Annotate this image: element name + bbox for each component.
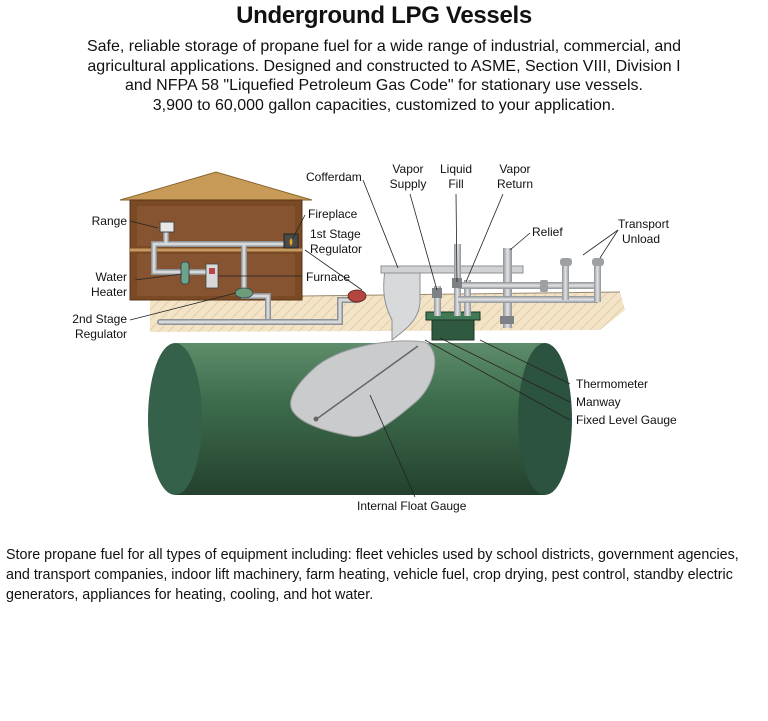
callout-labels: Cofferdam Vapor Supply Liquid Fill Vapor… (72, 162, 677, 513)
label-water-heater-1: Water (95, 270, 127, 284)
label-fireplace: Fireplace (308, 207, 358, 221)
label-range: Range (92, 214, 128, 228)
lpg-tank (148, 340, 572, 495)
label-internal-float-gauge: Internal Float Gauge (357, 499, 467, 513)
intro-line: 3,900 to 60,000 gallon capacities, custo… (152, 96, 616, 114)
second-stage-regulator (234, 287, 254, 299)
label-relief: Relief (532, 225, 563, 239)
label-vapor-return-2: Return (497, 177, 533, 191)
leader-lines (129, 179, 619, 498)
house-piping (151, 229, 361, 325)
label-transport-unload-2: Unload (622, 232, 660, 246)
intro-line: and NFPA 58 "Liquefied Petroleum Gas Cod… (125, 77, 643, 94)
label-manway: Manway (576, 395, 621, 409)
intro-line: agricultural applications. Designed and … (87, 57, 681, 75)
label-first-stage-regulator-2: Regulator (310, 242, 362, 256)
furnace-appliance (205, 263, 219, 289)
fireplace-appliance (283, 233, 299, 249)
water-heater-appliance (180, 261, 190, 285)
first-stage-regulator (347, 289, 367, 303)
intro-paragraph: Safe, reliable storage of propane fuel f… (20, 37, 748, 115)
label-fixed-level-gauge: Fixed Level Gauge (576, 413, 677, 427)
label-vapor-supply-2: Supply (390, 177, 427, 191)
label-cofferdam: Cofferdam (306, 170, 362, 184)
manway (425, 311, 481, 341)
riser-pipes (432, 244, 604, 328)
label-liquid-fill-1: Liquid (440, 162, 472, 176)
label-second-stage-regulator-2: Regulator (75, 327, 127, 341)
label-vapor-return-1: Vapor (499, 162, 530, 176)
lpg-vessel-diagram: Cofferdam Vapor Supply Liquid Fill Vapor… (72, 162, 677, 513)
footer-paragraph: Store propane fuel for all types of equi… (6, 547, 739, 603)
page-title: Underground LPG Vessels (236, 2, 532, 29)
label-furnace: Furnace (306, 270, 350, 284)
label-second-stage-regulator-1: 2nd Stage (72, 312, 127, 326)
label-first-stage-regulator-1: 1st Stage (310, 227, 361, 241)
label-vapor-supply-1: Vapor (392, 162, 423, 176)
range-appliance (159, 221, 175, 233)
label-transport-unload-1: Transport (618, 217, 670, 231)
cofferdam (380, 265, 524, 342)
label-liquid-fill-2: Fill (448, 177, 463, 191)
intro-line: Safe, reliable storage of propane fuel f… (86, 38, 682, 55)
label-thermometer: Thermometer (576, 377, 648, 391)
label-water-heater-2: Heater (91, 285, 127, 299)
